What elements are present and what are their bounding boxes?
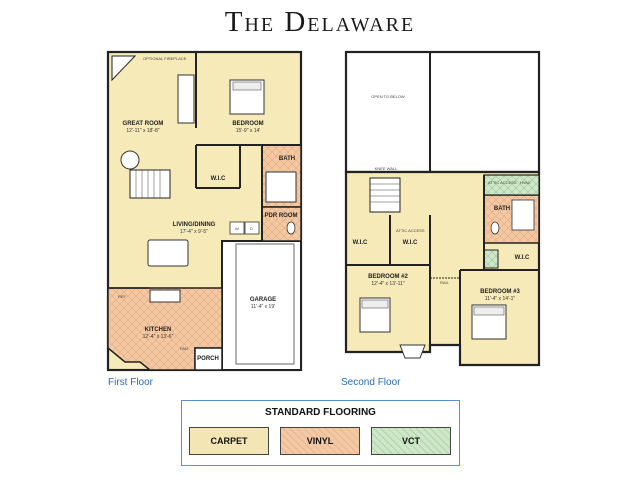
kitchen-dims: 12'-4" x 13'-6" <box>143 334 174 340</box>
knee-wall-note: KNEE WALL <box>375 166 399 171</box>
bedroom-3-dims: 11'-4" x 14'-1" <box>485 296 516 302</box>
legend-carpet-label: CARPET <box>210 436 248 446</box>
living-dining-dims: 17'-4" x 9'-5" <box>180 229 208 235</box>
legend-vct-label: VCT <box>402 436 420 446</box>
armchair <box>120 150 140 170</box>
dining-table <box>147 239 189 267</box>
hvac-area <box>483 249 499 269</box>
bath-label: BATH <box>279 156 295 162</box>
pdr-room-label: PDR ROOM <box>265 213 298 219</box>
ref-note: REF <box>118 294 127 299</box>
bedroom-dims: 15'-9" x 14' <box>236 128 261 134</box>
porch-area <box>194 347 223 371</box>
porch-label: PORCH <box>197 356 219 362</box>
bedroom-label: BEDROOM <box>232 121 263 127</box>
dryer-note: D <box>250 226 253 231</box>
first-floor-caption: First Floor <box>108 377 153 388</box>
wic-label: W.I.C <box>211 176 226 182</box>
wic-mid-label: W.I.C <box>403 240 418 246</box>
rail-note: RAIL <box>440 280 450 285</box>
sofa <box>177 74 195 124</box>
kitchen-island <box>149 289 181 303</box>
second-floor-plan: OPEN TO BELOW KNEE WALL ATTIC ACCESS ATT… <box>344 50 541 367</box>
legend-carpet-swatch: CARPET <box>189 427 269 455</box>
second-bath-label: BATH <box>494 206 510 212</box>
stairs <box>129 169 171 199</box>
bedroom-2-dims: 12'-4" x 13'-11" <box>371 281 404 287</box>
plan-title: The Delaware <box>224 6 416 38</box>
attic-access-area <box>483 174 540 196</box>
flooring-legend: STANDARD FLOORING CARPET VINYL VCT <box>181 400 460 466</box>
legend-title: STANDARD FLOORING <box>265 407 376 418</box>
great-room-dims: 12'-11" x 18'-8" <box>126 128 159 134</box>
first-floor-tub <box>265 171 297 203</box>
legend-vct-swatch: VCT <box>371 427 451 455</box>
kitchen-floor <box>107 287 223 371</box>
open-to-below-label: OPEN TO BELOW <box>371 94 405 99</box>
fireplace <box>111 55 137 82</box>
first-floor-plan: OPTIONAL FIREPLACE GREAT ROOM 12'-11" x … <box>106 50 303 372</box>
hvac-note: HVAC <box>520 180 531 185</box>
great-room-label: GREAT ROOM <box>123 121 164 127</box>
washer-note: W <box>235 226 239 231</box>
legend-vinyl-label: VINYL <box>306 436 334 446</box>
garage-door <box>235 243 295 365</box>
legend-vinyl-swatch: VINYL <box>280 427 360 455</box>
first-floor-toilet <box>286 221 296 235</box>
garage-label: GARAGE <box>250 297 276 303</box>
attic-access-note-1: ATTIC ACCESS <box>488 180 517 185</box>
fireplace-note: OPTIONAL FIREPLACE <box>143 56 187 61</box>
bedroom-3-label: BEDROOM #3 <box>480 289 520 295</box>
living-dining-label: LIVING/DINING <box>173 222 216 228</box>
open-to-below-area <box>344 50 541 174</box>
second-floor-tub <box>511 199 535 231</box>
bedroom-2-label: BEDROOM #2 <box>368 274 408 280</box>
second-floor-caption: Second Floor <box>341 377 401 388</box>
garage-dims: 11'-4" x 19' <box>251 304 275 310</box>
wic-left-label: W.I.C <box>353 240 368 246</box>
kitchen-label: KITCHEN <box>145 327 172 333</box>
bay-window <box>399 344 426 359</box>
attic-access-note-2: ATTIC ACCESS <box>396 228 425 233</box>
second-floor-stairs <box>369 177 401 213</box>
second-floor-toilet <box>490 221 500 235</box>
pan-note: PAN <box>180 346 188 351</box>
wic-right-label: W.I.C <box>515 255 530 261</box>
